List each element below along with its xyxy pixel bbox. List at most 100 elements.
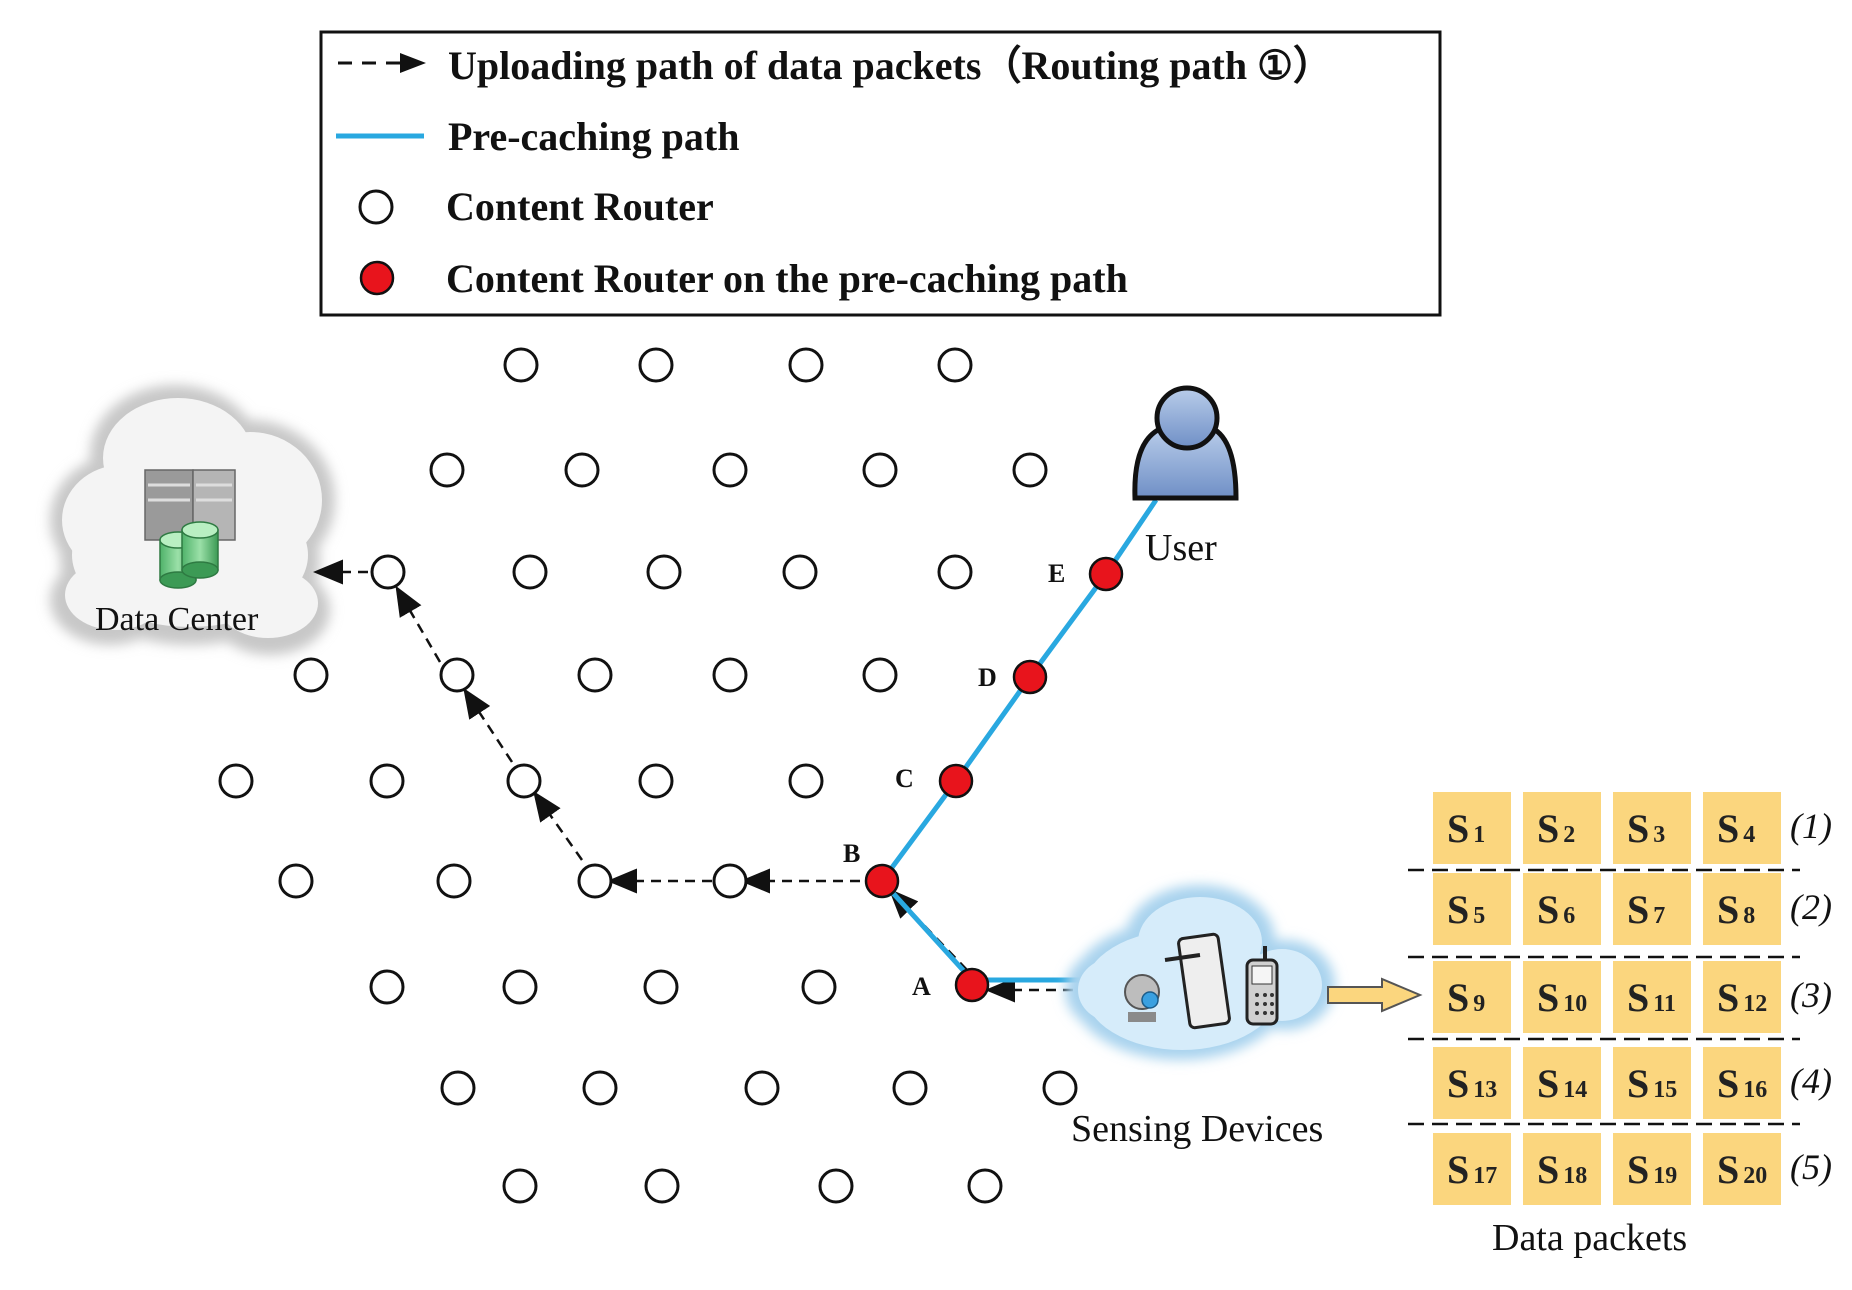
content-router [712, 657, 748, 693]
legend-label-upload-path: Uploading path of data packets（Routing p… [448, 43, 1333, 88]
content-router [502, 969, 538, 1005]
content-router [937, 347, 973, 383]
mobile-phone-icon [1245, 946, 1279, 1026]
content-router [638, 347, 674, 383]
packet-box [1523, 792, 1601, 864]
content-router [429, 452, 465, 488]
content-router [564, 452, 600, 488]
content-router [788, 763, 824, 799]
legend-label-precache-path: Pre-caching path [448, 114, 739, 159]
upload-arrow [533, 790, 584, 861]
content-router [744, 1070, 780, 1106]
data-packets-label: Data packets [1492, 1217, 1687, 1259]
path-node-label-e: E [1048, 559, 1065, 588]
packet-row-label: (5) [1790, 1147, 1832, 1187]
precache-router-e [1088, 556, 1124, 592]
content-router [436, 863, 472, 899]
packet-row-label: (1) [1790, 806, 1832, 846]
content-router [369, 763, 405, 799]
data-center: Data Center [50, 385, 335, 655]
content-router [937, 554, 973, 590]
sensing-devices-label: Sensing Devices [1071, 1108, 1323, 1150]
content-router [440, 1070, 476, 1106]
precache-router-b [864, 863, 900, 899]
path-node-label-b: B [843, 839, 860, 868]
content-router [801, 969, 837, 1005]
content-router [788, 347, 824, 383]
upload-path [313, 559, 1090, 1003]
white-circle-icon [358, 189, 394, 225]
legend-item-precache-router: Content Router on the pre-caching path [359, 256, 1128, 301]
content-router [370, 554, 406, 590]
content-router [818, 1168, 854, 1204]
packet-box [1613, 792, 1691, 864]
content-router [643, 969, 679, 1005]
upload-arrow [395, 585, 442, 663]
content-router [512, 554, 548, 590]
legend-item-content-router: Content Router [358, 184, 714, 229]
database-icon [159, 521, 219, 589]
path-node-label-a: A [912, 972, 931, 1001]
user: User [1132, 385, 1239, 569]
content-router [577, 863, 613, 899]
content-router [712, 863, 748, 899]
packet-box [1433, 873, 1511, 945]
packet-box [1703, 873, 1781, 945]
content-router [1012, 452, 1048, 488]
content-router [369, 969, 405, 1005]
content-router [218, 763, 254, 799]
packet-box [1613, 1047, 1691, 1119]
content-router [967, 1168, 1003, 1204]
content-router [646, 554, 682, 590]
packet-box [1703, 961, 1781, 1033]
upload-arrow [463, 687, 514, 763]
red-circle-icon [359, 260, 395, 296]
packet-row-label: (4) [1790, 1061, 1832, 1101]
content-router [862, 657, 898, 693]
content-router [503, 347, 539, 383]
yellow-arrow-icon [1327, 977, 1423, 1013]
content-router [712, 452, 748, 488]
packet-box [1613, 1133, 1691, 1205]
content-router [278, 863, 314, 899]
camera-icon [1124, 974, 1160, 1022]
content-router [293, 657, 329, 693]
data-center-label: Data Center [95, 601, 259, 638]
content-router [506, 763, 542, 799]
content-router [862, 452, 898, 488]
legend-label-content-router: Content Router [446, 184, 714, 229]
path-node-labels: A B C D E [843, 559, 1065, 1001]
packet-box [1523, 961, 1601, 1033]
legend-item-precache-path: Pre-caching path [336, 114, 739, 159]
path-node-label-c: C [895, 764, 914, 793]
packet-box [1703, 792, 1781, 864]
packet-box [1523, 1047, 1601, 1119]
packet-box [1433, 961, 1511, 1033]
